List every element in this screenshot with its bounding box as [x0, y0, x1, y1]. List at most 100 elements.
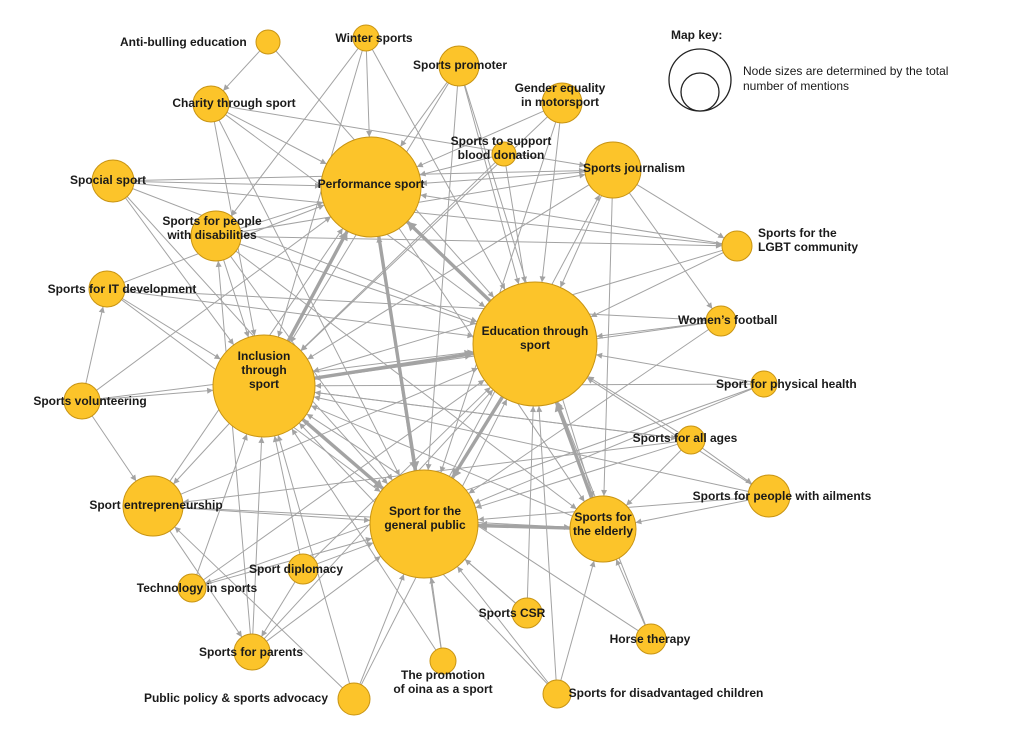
edge-arrowhead-gender-perf	[416, 161, 424, 168]
edge-arrowhead-special-journal	[578, 167, 585, 174]
node-special	[91, 159, 135, 203]
edge-arrowhead-edu-perf	[407, 221, 418, 232]
edge-vol-incl	[99, 389, 214, 400]
node-label-ailments: Sports for people with ailments	[693, 489, 872, 503]
edge-special-perf	[133, 181, 322, 187]
edge-arrowhead-journal-perf	[420, 180, 428, 187]
node-label-line: Sports for all ages	[633, 431, 738, 445]
node-label-line: Anti-bulling education	[120, 35, 247, 49]
edge-winter-perf	[365, 50, 370, 138]
edge-arrowhead-allages-entre	[182, 498, 190, 505]
edge-journal-edu	[559, 195, 602, 288]
edge-arrowhead-health-incl	[315, 382, 321, 389]
edge-elderly-edu	[554, 401, 594, 499]
edge-journal-perf	[420, 171, 586, 184]
node-label-diplo: Sport diplomacy	[249, 562, 343, 576]
edge-blood-edu	[505, 165, 526, 283]
edge-oina-incl	[291, 428, 437, 651]
edge-arrowhead-journal-edu	[560, 280, 566, 288]
edge-allages-public	[475, 443, 678, 509]
edge-journal-lgbt	[636, 184, 725, 239]
edge-ailments-edu	[586, 377, 752, 486]
node-label-line: Sport for physical health	[716, 377, 857, 391]
map-key-title: Map key:	[671, 28, 722, 42]
edge-arrowhead-parents-edu	[486, 389, 494, 397]
node-label-anti: Anti-bulling education	[120, 35, 247, 49]
edge-arrowhead-tech-edu	[477, 379, 485, 386]
node-label-line: Gender equality	[515, 81, 606, 95]
node-label-line: Sports to support	[451, 134, 552, 148]
node-it	[88, 270, 126, 308]
edge-arrowhead-incl-entre	[173, 477, 180, 484]
edge-arrowhead-disadv-incl	[299, 423, 306, 430]
node-incl	[212, 334, 316, 438]
node-entre	[122, 475, 184, 537]
edge-gender-perf	[416, 110, 544, 168]
edge-arrowhead-women-incl	[314, 375, 321, 381]
edge-arrowhead-journal-women	[706, 302, 713, 309]
nodes-layer	[63, 24, 791, 716]
edge-arrowhead-special-lgbt	[715, 240, 723, 247]
edge-winter-incl	[277, 50, 363, 338]
edge-arrowhead-gender-public	[439, 466, 446, 473]
edge-allages-ailments	[702, 447, 753, 485]
edge-arrowhead-special-incl	[227, 338, 234, 345]
node-label-entre: Sport entrepreneurship	[89, 498, 222, 512]
edge-women-public	[468, 329, 709, 494]
edge-arrowhead-csr-incl	[302, 419, 310, 426]
edge-incl-edu	[314, 351, 474, 380]
edge-journal-women	[628, 192, 713, 310]
edge-arrowhead-vol-edu	[467, 349, 474, 356]
edge-oina-perf	[378, 236, 442, 649]
edge-arrowhead-journal-lgbt	[717, 232, 725, 239]
edge-diplo-public	[316, 542, 374, 565]
node-label-line: Horse therapy	[610, 632, 691, 646]
edge-arrowhead-anti-charity	[223, 84, 230, 91]
edge-allages-elderly	[625, 449, 682, 506]
edge-arrowhead-policy-entre	[174, 526, 181, 534]
node-label-line: sport	[520, 338, 550, 352]
edge-arrowhead-gender-edu	[539, 276, 546, 283]
edge-anti-charity	[222, 50, 261, 92]
edge-incl-entre	[173, 423, 230, 485]
node-label-line: Sports for people with ailments	[693, 489, 872, 503]
node-label-line: Sports for parents	[199, 645, 303, 659]
edge-arrowhead-promoter-perf	[400, 139, 407, 147]
edge-elderly-incl	[310, 405, 573, 517]
edge-tech-public	[205, 537, 373, 585]
node-label-line: Sports journalism	[583, 161, 685, 175]
node-label-line: Sports for	[574, 510, 632, 524]
node-label-allages: Sports for all ages	[633, 431, 738, 445]
edge-arrowhead-health-public	[473, 498, 481, 504]
node-label-line: sport	[249, 377, 279, 391]
node-label-women: Women’s football	[678, 313, 777, 327]
node-label-horse: Horse therapy	[610, 632, 691, 646]
edge-arrowhead-journal-incl	[307, 353, 314, 360]
edge-csr-edu	[526, 405, 534, 599]
edge-it-incl	[122, 298, 221, 360]
edge-vol-entre	[91, 415, 137, 482]
edge-health-public	[473, 388, 753, 504]
edge-incl-perf	[286, 230, 349, 342]
edge-arrowhead-anti-edu	[487, 291, 494, 298]
node-health	[750, 370, 778, 398]
edge-edu-public	[450, 395, 504, 479]
node-public	[369, 469, 479, 579]
edge-arrowhead-diplo-edu	[484, 387, 491, 394]
edge-arrowhead-csr-edu	[530, 406, 536, 413]
node-label-line: Public policy & sports advocacy	[144, 691, 328, 705]
edge-arrowhead-charity-perf	[319, 158, 327, 164]
edge-arrowhead-charity-edu	[478, 301, 486, 308]
edge-arrowhead-journal-elderly	[601, 489, 608, 496]
node-label-line: Women’s football	[678, 313, 777, 327]
edge-arrowhead-policy-edu	[501, 399, 507, 406]
node-label-line: Sports promoter	[413, 58, 507, 72]
edge-arrowhead-it-incl	[213, 353, 221, 360]
edge-arrowhead-women-public	[468, 487, 476, 494]
edge-arrowhead-vol-it	[98, 306, 105, 314]
node-horse	[635, 623, 667, 655]
edge-arrowhead-promoter-public	[425, 463, 432, 471]
